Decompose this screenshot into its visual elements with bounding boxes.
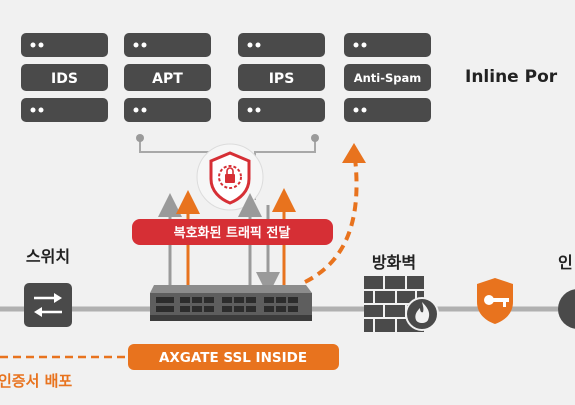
appliance-banner-label: AXGATE SSL INSIDE	[159, 350, 307, 366]
switch-icon	[24, 283, 72, 327]
inline-mode-label: Inline Por	[465, 67, 558, 87]
server-ips-label: IPS	[269, 71, 295, 87]
connector-dot-left	[136, 134, 144, 142]
traffic-banner	[132, 219, 333, 245]
cert-distribution-label: 인증서 배포	[0, 372, 72, 390]
server-ids-label: IDS	[51, 71, 78, 87]
key-icon	[477, 278, 513, 324]
firewall-icon	[364, 276, 439, 332]
server-ids: IDS	[21, 33, 108, 122]
server-anti-spam-label: Anti-Spam	[354, 71, 422, 85]
traffic-banner-label: 복호화된 트래픽 전달	[174, 225, 291, 241]
server-anti-spam: Anti-Spam	[344, 33, 431, 122]
right-node-label: 인	[558, 253, 573, 272]
firewall-label: 방화벽	[372, 253, 416, 272]
forward-curve-arrowhead	[342, 143, 366, 163]
right-node-icon	[558, 289, 575, 329]
server-apt: APT	[124, 33, 211, 122]
ssl-inside-appliance-icon	[150, 285, 312, 321]
forward-curve-arrow	[304, 157, 359, 284]
appliance-banner	[128, 344, 339, 370]
connector-dot-right	[311, 134, 319, 142]
server-ips: IPS	[238, 33, 325, 122]
shield-lock-icon	[196, 143, 264, 211]
switch-label: 스위치	[26, 247, 70, 266]
server-apt-label: APT	[152, 71, 183, 87]
